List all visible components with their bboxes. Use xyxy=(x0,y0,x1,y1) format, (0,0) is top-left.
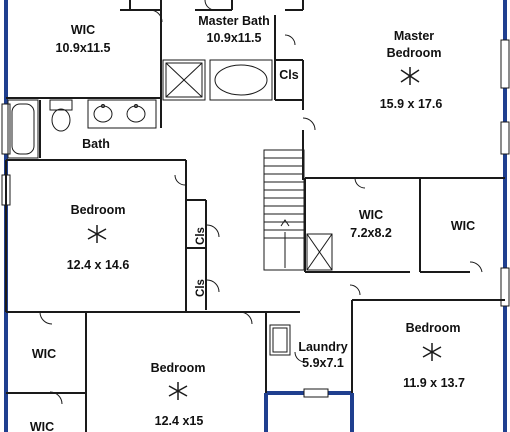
label-bedroom-west-size: 12.4 x 14.6 xyxy=(67,258,130,272)
label-bedroom-south-size: 12.4 x15 xyxy=(155,414,204,428)
washer-icon xyxy=(269,324,291,356)
label-bedroom-west-name: Bedroom xyxy=(71,203,126,217)
stair-landing xyxy=(306,233,333,271)
shower-icon xyxy=(162,59,206,101)
interior-walls xyxy=(5,0,505,432)
label-master-bath-name: Master Bath xyxy=(198,14,270,28)
label-bath: Bath xyxy=(82,137,110,151)
ceiling-fan-icon xyxy=(87,225,107,243)
label-closet-upper: Cls xyxy=(195,227,207,245)
label-closet-lower: Cls xyxy=(195,279,207,297)
label-wic-east: WIC xyxy=(451,219,475,233)
label-wic-nw-size: 10.9x11.5 xyxy=(56,41,111,55)
label-wic-center-name: WIC xyxy=(359,208,383,222)
label-wic-nw-name: WIC xyxy=(71,23,95,37)
label-wic-sw-upper: WIC xyxy=(32,347,56,361)
toilet-icon xyxy=(49,99,73,132)
label-master-bedroom-size: 15.9 x 17.6 xyxy=(380,97,443,111)
sink-icon xyxy=(87,99,157,129)
stair-arrow-icon xyxy=(280,219,290,268)
label-laundry-name: Laundry xyxy=(298,340,347,354)
ceiling-fan-icon xyxy=(400,67,420,85)
ceiling-fan-icon xyxy=(422,343,442,361)
label-wic-sw-lower: WIC xyxy=(30,420,54,432)
label-master-bedroom-line2: Bedroom xyxy=(387,46,442,60)
label-bedroom-se-size: 11.9 x 13.7 xyxy=(403,376,465,390)
label-laundry-size: 5.9x7.1 xyxy=(302,356,344,370)
label-master-bath-size: 10.9x11.5 xyxy=(207,31,262,45)
label-closet-master: Cls xyxy=(279,68,299,82)
label-master-bedroom-line1: Master xyxy=(394,29,434,43)
bath-tub-icon xyxy=(7,99,39,159)
label-bedroom-south-name: Bedroom xyxy=(151,361,206,375)
stairs xyxy=(263,149,305,271)
label-wic-center-size: 7.2x8.2 xyxy=(350,226,392,240)
door-swings xyxy=(39,0,483,405)
label-bedroom-se-name: Bedroom xyxy=(406,321,461,335)
windows xyxy=(1,39,510,398)
tub-icon xyxy=(209,59,273,101)
ceiling-fan-icon xyxy=(168,382,188,400)
